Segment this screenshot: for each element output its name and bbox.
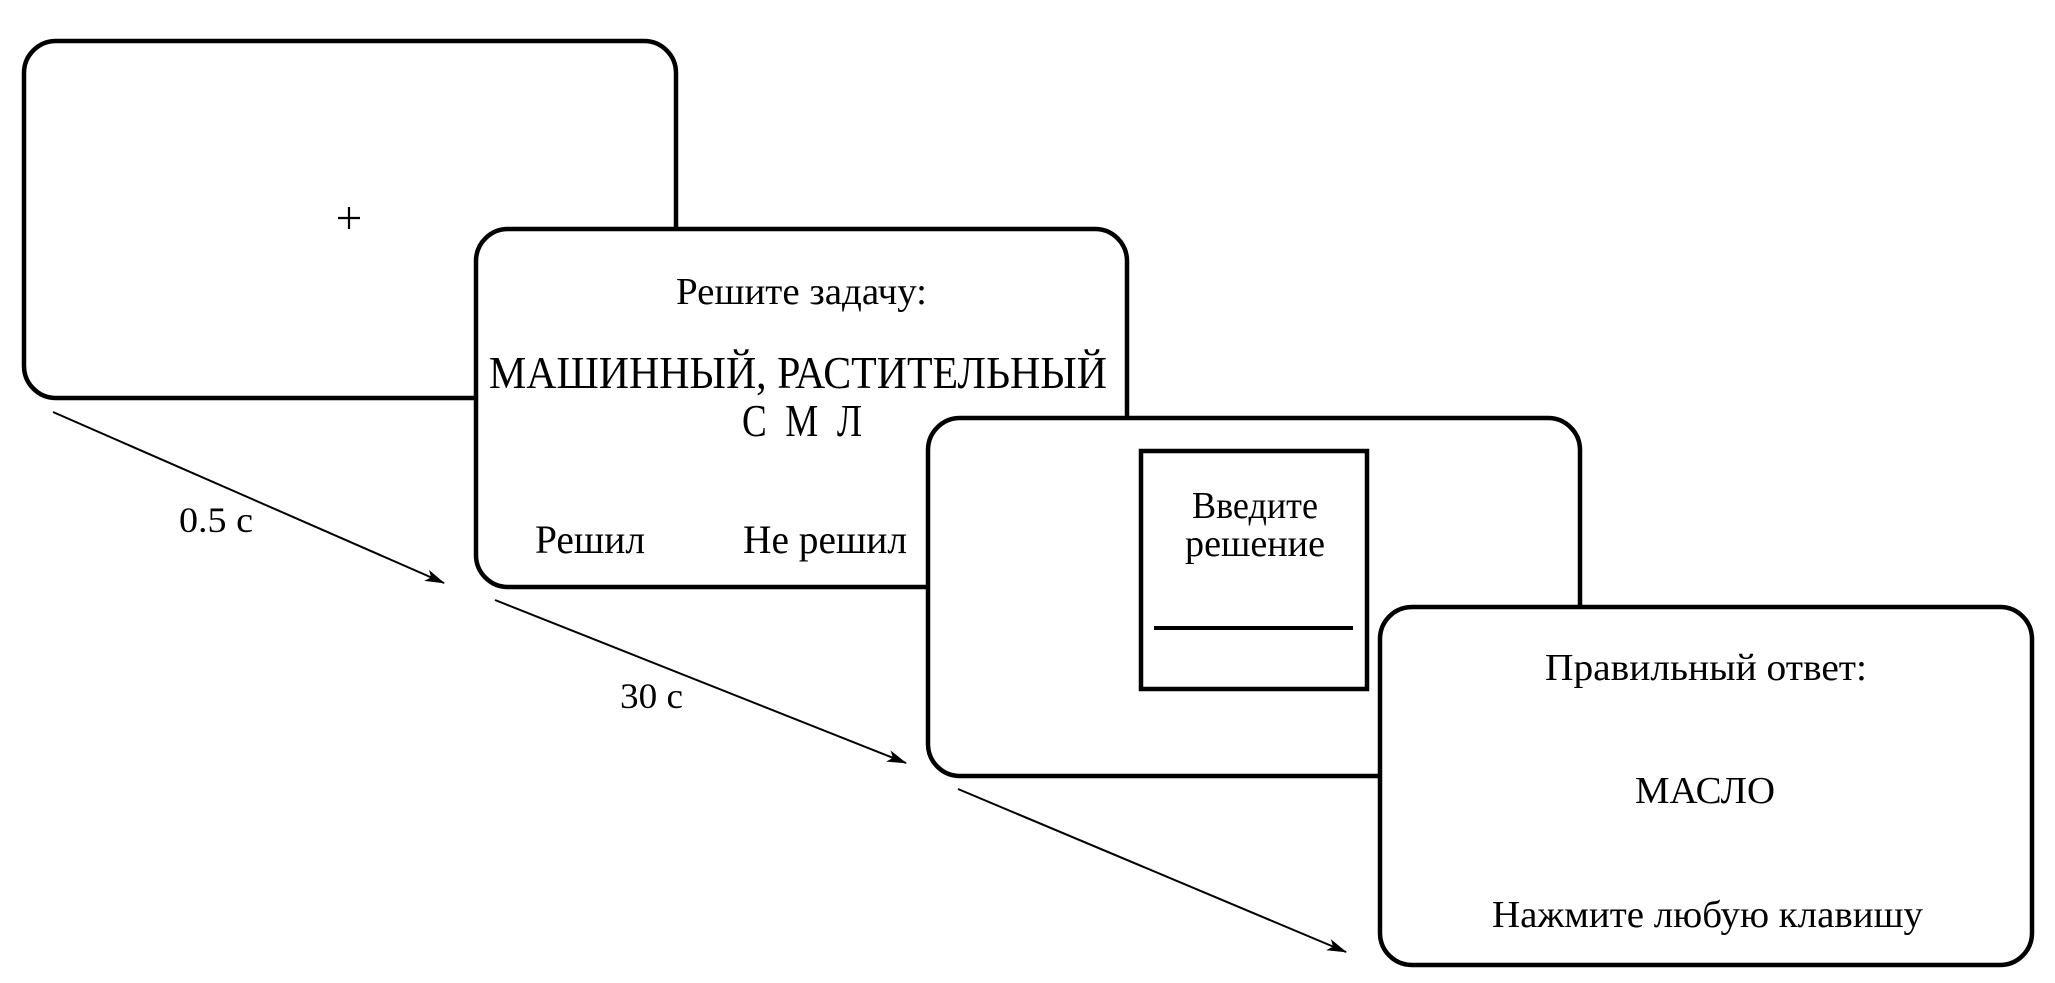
transition-2: 30 с (494, 599, 907, 764)
screen-feedback: Правильный ответ: МАСЛО Нажмите любую кл… (1377, 604, 2035, 968)
problem-title: Решите задачу: (676, 271, 927, 313)
transition-3 (957, 788, 1347, 953)
transition-label-2: 30 с (620, 676, 683, 716)
not-solved-button[interactable]: Не решил (743, 517, 907, 562)
problem-letters: С М Л (742, 395, 862, 446)
transition-arrow-3 (957, 788, 1347, 953)
fixation-cross-icon (338, 207, 360, 229)
correct-answer: МАСЛО (1635, 770, 1775, 812)
transition-1: 0.5 с (52, 411, 445, 584)
transition-arrow-2 (494, 599, 907, 764)
press-any-key-instruction: Нажмите любую клавишу (1492, 894, 1923, 936)
input-prompt-line-1: Введите (1192, 485, 1318, 527)
solution-input-dialog (1138, 448, 1370, 692)
feedback-title: Правильный ответ: (1545, 647, 1867, 689)
input-prompt-line-2: решение (1185, 523, 1325, 565)
screen-feedback-frame (1377, 604, 2035, 968)
transition-arrow-1 (52, 411, 445, 584)
solved-button[interactable]: Решил (535, 517, 645, 562)
transition-label-1: 0.5 с (179, 500, 253, 540)
problem-words: МАШИННЫЙ, РАСТИТЕЛЬНЫЙ (489, 347, 1107, 398)
